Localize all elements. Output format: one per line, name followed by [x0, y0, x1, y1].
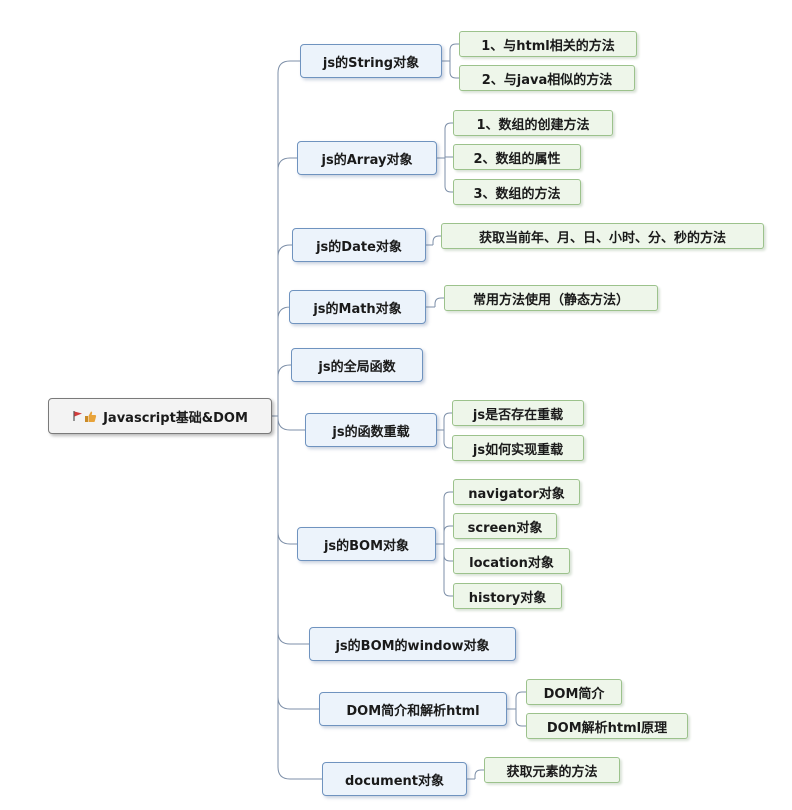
leaf-array-methods[interactable]: 3、数组的方法 [453, 179, 581, 205]
branch-label: js的BOM的window对象 [335, 638, 490, 654]
leaf-label: 1、数组的创建方法 [476, 117, 590, 133]
leaf-link-0-1 [449, 61, 459, 79]
leaf-link-0-0 [449, 43, 459, 61]
branch-label: DOM简介和解析html [346, 703, 480, 719]
root-label: Javascript基础&DOM [103, 410, 248, 426]
leaf-label: 获取元素的方法 [506, 764, 598, 780]
branch-string-object[interactable]: js的String对象 [300, 44, 442, 78]
branch-label: js的Array对象 [321, 152, 413, 168]
branch-link-4 [277, 364, 291, 416]
leaf-label: 获取当前年、月、日、小时、分、秒的方法 [478, 230, 726, 246]
leaf-history[interactable]: history对象 [453, 583, 562, 609]
branch-array-object[interactable]: js的Array对象 [297, 141, 437, 175]
leaf-link-5-3 [443, 544, 453, 597]
leaf-string-html-methods[interactable]: 1、与html相关的方法 [459, 31, 637, 57]
branch-bom-window[interactable]: js的BOM的window对象 [309, 627, 516, 661]
leaf-location[interactable]: location对象 [453, 548, 570, 574]
branch-link-6 [277, 416, 297, 545]
leaf-label: navigator对象 [468, 486, 565, 502]
leaf-dom-intro[interactable]: DOM简介 [526, 679, 622, 705]
branch-link-8 [277, 416, 319, 710]
branch-link-5 [277, 416, 305, 431]
leaf-label: js如何实现重载 [472, 442, 564, 458]
branch-label: js的Math对象 [313, 301, 402, 317]
leaf-label: 2、与java相似的方法 [481, 72, 613, 88]
leaf-link-6-1 [515, 709, 526, 727]
leaf-screen[interactable]: screen对象 [453, 513, 557, 539]
leaf-link-6-0 [515, 691, 526, 709]
leaf-navigator[interactable]: navigator对象 [453, 479, 580, 505]
leaf-label: screen对象 [467, 520, 543, 536]
thumbs-up-icon [85, 411, 97, 422]
leaf-label: history对象 [468, 590, 547, 606]
leaf-array-props[interactable]: 2、数组的属性 [453, 144, 581, 170]
branch-link-1 [277, 157, 297, 416]
leaf-label: 3、数组的方法 [473, 186, 561, 202]
branch-link-0 [277, 60, 300, 416]
leaf-overload-exists[interactable]: js是否存在重载 [452, 400, 584, 426]
branch-dom-intro[interactable]: DOM简介和解析html [319, 692, 507, 726]
branch-label: js的函数重载 [332, 424, 410, 440]
branch-label: js的String对象 [322, 55, 420, 71]
leaf-link-1-1 [444, 156, 453, 158]
branch-link-9 [277, 416, 322, 780]
leaf-label: 1、与html相关的方法 [481, 38, 615, 54]
branch-label: document对象 [344, 773, 445, 789]
leaf-label: 2、数组的属性 [473, 151, 561, 167]
branch-function-overload[interactable]: js的函数重载 [305, 413, 437, 447]
branch-math-object[interactable]: js的Math对象 [289, 290, 426, 324]
leaf-link-7-0 [474, 769, 484, 779]
leaf-label: DOM解析html原理 [546, 720, 668, 736]
branch-bom-object[interactable]: js的BOM对象 [297, 527, 436, 561]
leaf-array-create[interactable]: 1、数组的创建方法 [453, 110, 613, 136]
branch-global-functions[interactable]: js的全局函数 [291, 348, 423, 382]
leaf-link-4-1 [443, 430, 452, 449]
leaf-string-java-methods[interactable]: 2、与java相似的方法 [459, 65, 635, 91]
branch-document-object[interactable]: document对象 [322, 762, 467, 796]
leaf-math-methods[interactable]: 常用方法使用（静态方法） [444, 285, 658, 311]
leaf-link-5-1 [443, 525, 453, 544]
branch-label: js的全局函数 [318, 359, 396, 375]
leaf-link-1-0 [444, 122, 453, 158]
leaf-link-5-0 [443, 491, 453, 544]
leaf-label: 常用方法使用（静态方法） [472, 292, 629, 308]
leaf-label: DOM简介 [543, 686, 605, 702]
leaf-dom-parse[interactable]: DOM解析html原理 [526, 713, 688, 739]
leaf-link-3-0 [434, 297, 444, 307]
leaf-link-1-2 [444, 158, 453, 193]
leaf-label: js是否存在重载 [472, 407, 564, 423]
flag-icon [73, 411, 83, 421]
branch-label: js的BOM对象 [323, 538, 410, 554]
branch-date-object[interactable]: js的Date对象 [292, 228, 426, 262]
branch-link-3 [277, 306, 291, 416]
branch-label: js的Date对象 [316, 239, 402, 255]
root-node[interactable]: Javascript基础&DOM [48, 398, 272, 434]
leaf-link-5-2 [443, 544, 453, 562]
leaf-get-elements[interactable]: 获取元素的方法 [484, 757, 620, 783]
leaf-link-4-0 [443, 412, 452, 430]
leaf-overload-implement[interactable]: js如何实现重载 [452, 435, 584, 461]
leaf-label: location对象 [469, 555, 554, 571]
leaf-date-methods[interactable]: 获取当前年、月、日、小时、分、秒的方法 [441, 223, 764, 249]
branch-link-2 [277, 244, 292, 416]
leaf-link-2-0 [432, 235, 441, 245]
